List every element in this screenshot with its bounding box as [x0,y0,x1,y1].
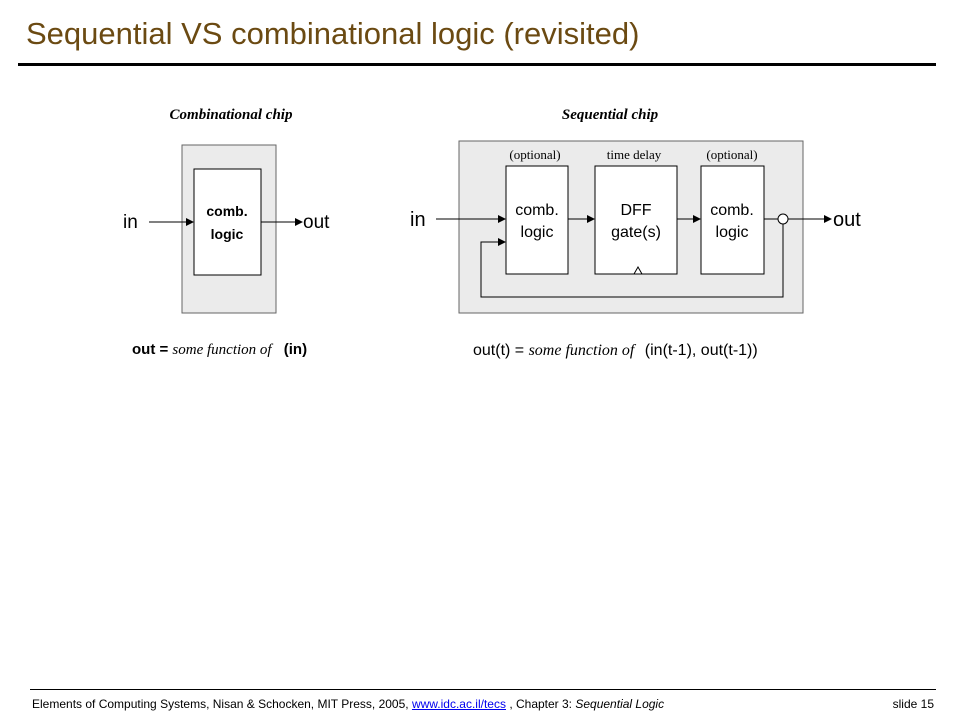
clock-triangle-icon [633,265,643,275]
combinational-formula: out = some function of (in) [132,341,307,358]
feedback-loop [480,224,784,298]
sequential-heading: Sequential chip [562,107,659,123]
footer-chapter: Sequential Logic [575,697,665,711]
annot-time-delay: time delay [607,147,662,162]
seq-comb-logic-box-2 [700,165,765,275]
comb-formula-italic: some function of [172,342,273,358]
seq-out-label: out [833,209,861,231]
combinational-logic-box [193,168,262,276]
comb-out-label: out [303,212,330,233]
footer-citation: Elements of Computing Systems, Nisan & S… [32,697,664,711]
footer-divider [30,689,936,690]
sequential-formula: out(t) = some function of (in(t-1), out(… [473,342,758,359]
comb-formula-prefix: out = [132,341,172,358]
page-title: Sequential VS combinational logic (revis… [26,16,640,51]
footer-link[interactable]: www.idc.ac.il/tecs [411,697,506,711]
seq-formula-prefix: out(t) = [473,342,529,359]
seq-box3-line2: logic [716,224,749,241]
comb-box-line1: comb. [206,203,247,219]
title-divider [18,63,936,66]
seq-formula-suffix: (in(t-1), out(t-1)) [645,342,758,359]
seq-box2-line1: DFF [620,202,651,219]
seq-box1-line2: logic [521,224,554,241]
slide-number: slide 15 [892,697,934,711]
annot-optional-left: (optional) [509,147,560,162]
footer-chapter-prefix: , Chapter 3: [505,697,576,711]
comb-in-label: in [123,212,138,233]
seq-in-label: in [410,209,426,231]
seq-box1-line1: comb. [515,202,559,219]
seq-box3-line1: comb. [710,202,754,219]
footer-text: Elements of Computing Systems, Nisan & S… [32,697,412,711]
seq-comb-logic-box-1 [505,165,569,275]
seq-dff-box [594,165,678,275]
combinational-heading: Combinational chip [170,107,293,123]
seq-box2-line2: gate(s) [611,224,661,241]
annot-optional-right: (optional) [706,147,757,162]
comb-box-line2: logic [211,226,244,242]
feedback-junction-icon [777,213,789,225]
seq-formula-italic: some function of [529,342,637,359]
comb-formula-suffix: (in) [284,341,307,358]
